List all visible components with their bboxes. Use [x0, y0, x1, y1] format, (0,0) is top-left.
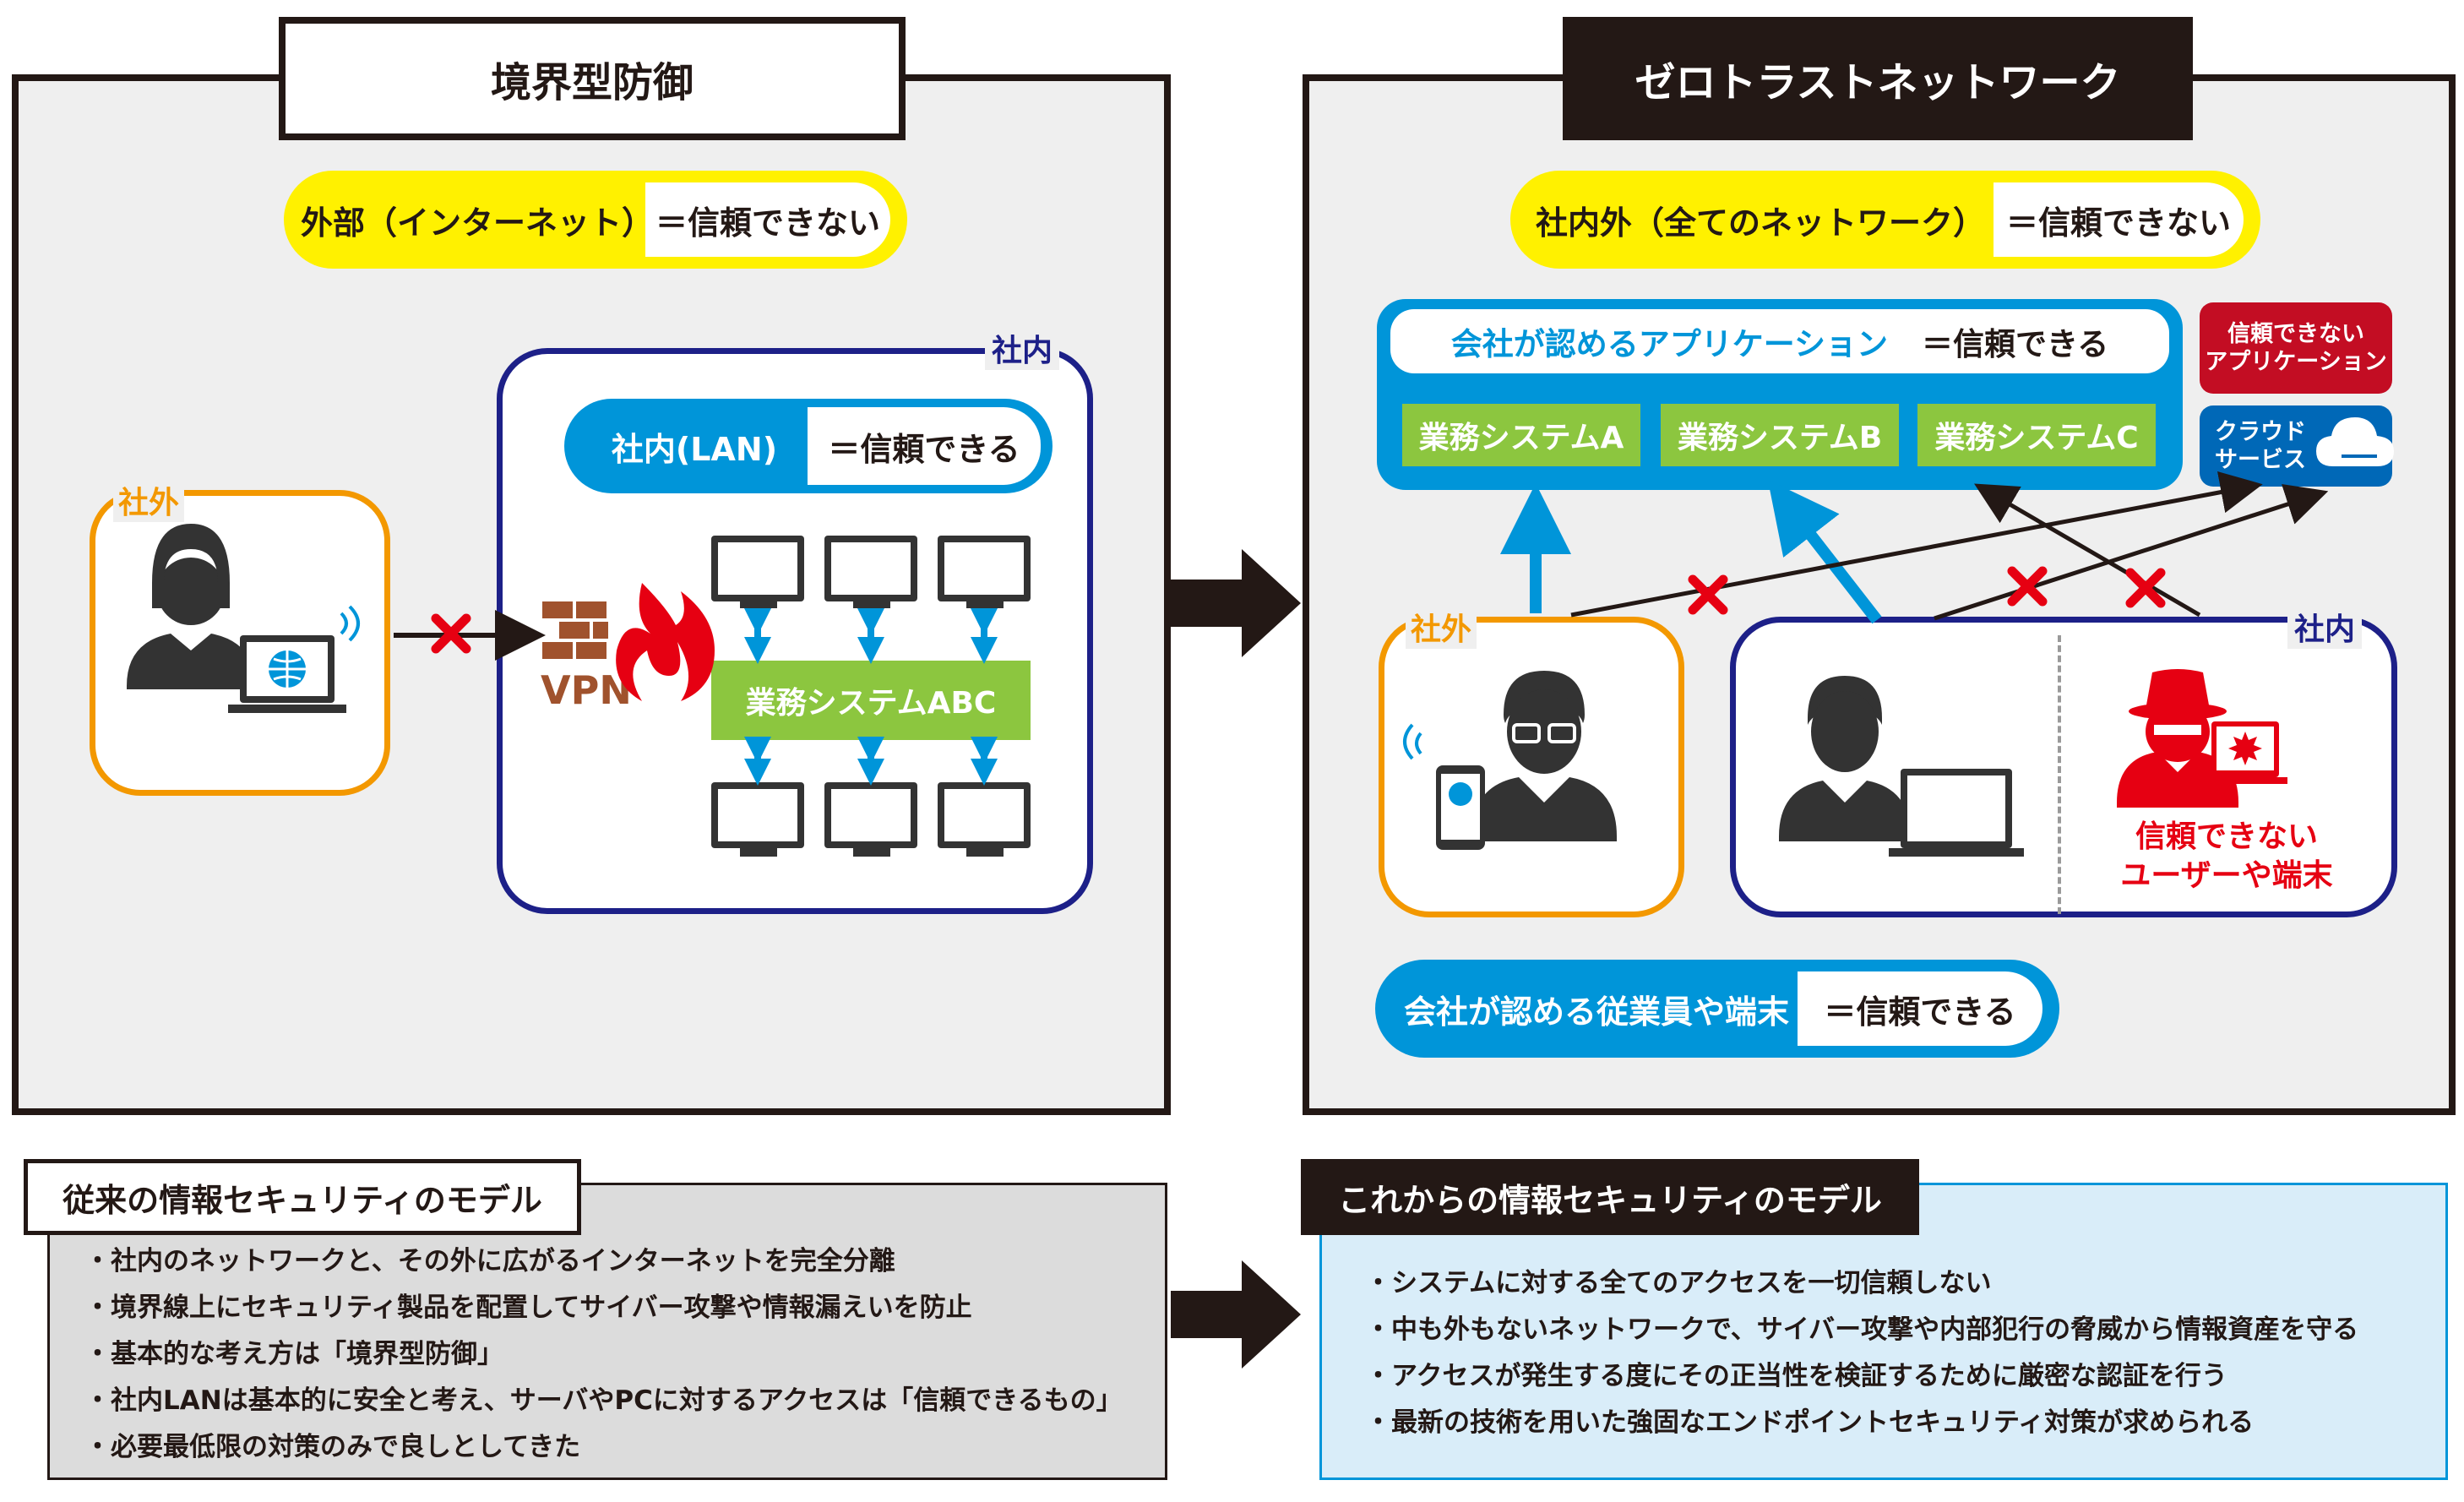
- external-untrusted-pill: 外部（インターネット） ＝信頼できない: [284, 171, 907, 269]
- zt-internal-zone-tag: 社内: [2287, 605, 2363, 649]
- trusted-apps-header: 会社が認めるアプリケーション ＝信頼できる: [1390, 309, 2169, 373]
- list-item: ・最新の技術を用いた強固なエンドポイントセキュリティ対策が求められる: [1365, 1407, 2255, 1438]
- untrusted-user-label: 信頼できない ユーザーや端末: [2120, 819, 2333, 893]
- business-system-a: 業務システムA: [1402, 404, 1640, 466]
- monitor-icon: [938, 536, 1031, 608]
- cloud-service-card: クラウド サービス: [2200, 405, 2392, 487]
- user-female-icon: [127, 524, 255, 689]
- external-label: 外部（インターネット）: [301, 204, 655, 242]
- business-system-c: 業務システムC: [1917, 404, 2156, 466]
- list-item: ・基本的な考え方は「境界型防御」: [84, 1339, 503, 1369]
- monitor-icon: [938, 782, 1031, 857]
- lan-label: 社内(LAN): [611, 430, 778, 468]
- hacker-icon: [2117, 669, 2287, 808]
- external-zone-tag: 社外: [113, 478, 185, 522]
- list-item: ・システムに対する全てのアクセスを一切信頼しない: [1365, 1268, 1992, 1298]
- internal-zone-tag: 社内: [985, 326, 1060, 370]
- trusted-employees-label: 会社が認める従業員や端末: [1403, 993, 1789, 1031]
- vpn-label: VPN: [541, 667, 632, 713]
- perimeter-defense-title: 境界型防御: [279, 17, 906, 140]
- firewall-icon: [542, 583, 715, 701]
- traditional-model-list: ・社内のネットワークと、その外に広がるインターネットを完全分離 ・境界線上にセキ…: [84, 1238, 1123, 1471]
- zt-internal-divider: [2058, 635, 2061, 914]
- monitor-icon: [824, 536, 917, 608]
- untrusted-app-card: 信頼できない アプリケーション: [2200, 302, 2392, 394]
- all-networks-value: ＝信頼できない: [1994, 182, 2244, 257]
- trusted-employees-value: ＝信頼できる: [1798, 971, 2042, 1046]
- all-networks-untrusted-pill: 社内外（全てのネットワーク） ＝信頼できない: [1510, 171, 2260, 269]
- business-system-abc: 業務システムABC: [711, 661, 1031, 740]
- cross-icon: [2125, 568, 2166, 608]
- cloud-service-label: クラウド サービス: [2215, 419, 2306, 473]
- list-item: ・社内のネットワークと、その外に広がるインターネットを完全分離: [84, 1246, 895, 1276]
- trusted-apps-label: 会社が認めるアプリケーション: [1450, 326, 1888, 362]
- monitor-icon: [711, 536, 804, 608]
- future-model-list: ・システムに対する全てのアクセスを一切信頼しない ・中も外もないネットワークで、…: [1365, 1260, 2358, 1446]
- cross-icon: [1688, 574, 1728, 615]
- smartphone-icon: [1403, 723, 1485, 850]
- trusted-apps-value: ＝信頼できる: [1922, 326, 2109, 362]
- transition-arrow-bottom: [1171, 1260, 1301, 1369]
- list-item: ・必要最低限の対策のみで良しとしてきた: [84, 1432, 581, 1462]
- cloud-icon: [2316, 417, 2394, 466]
- laptop-icon: [1889, 769, 2024, 857]
- transition-arrow-top: [1171, 549, 1301, 657]
- cross-icon: [2007, 566, 2048, 607]
- laptop-globe-icon: [228, 605, 360, 713]
- user-glasses-icon: [1471, 671, 1617, 841]
- business-system-b: 業務システムB: [1661, 404, 1899, 466]
- zt-external-zone-tag: 社外: [1406, 605, 1477, 649]
- cross-icon: [431, 613, 471, 654]
- lan-value: ＝信頼できる: [808, 407, 1041, 485]
- future-model-title: これからの情報セキュリティのモデル: [1301, 1159, 1919, 1235]
- monitor-icon: [711, 782, 804, 857]
- list-item: ・アクセスが発生する度にその正当性を検証するために厳密な認証を行う: [1365, 1361, 2227, 1391]
- lan-trusted-pill: 社内(LAN) ＝信頼できる: [564, 399, 1053, 493]
- trusted-employees-pill: 会社が認める従業員や端末 ＝信頼できる: [1375, 960, 2059, 1058]
- traditional-model-title: 従来の情報セキュリティのモデル: [24, 1159, 581, 1235]
- zero-trust-title: ゼロトラストネットワーク: [1563, 17, 2193, 140]
- external-value: ＝信頼できない: [645, 182, 890, 257]
- list-item: ・社内LANは基本的に安全と考え、サーバやPCに対するアクセスは「信頼できるもの…: [84, 1385, 1123, 1416]
- user-male-icon: [1779, 676, 1911, 841]
- sync-arrows: [744, 608, 998, 786]
- all-networks-label: 社内外（全てのネットワーク）: [1535, 204, 1985, 242]
- monitor-icon: [824, 782, 917, 857]
- list-item: ・境界線上にセキュリティ製品を配置してサイバー攻撃や情報漏えいを防止: [84, 1292, 972, 1323]
- list-item: ・中も外もないネットワークで、サイバー攻撃や内部犯行の脅威から情報資産を守る: [1365, 1314, 2359, 1345]
